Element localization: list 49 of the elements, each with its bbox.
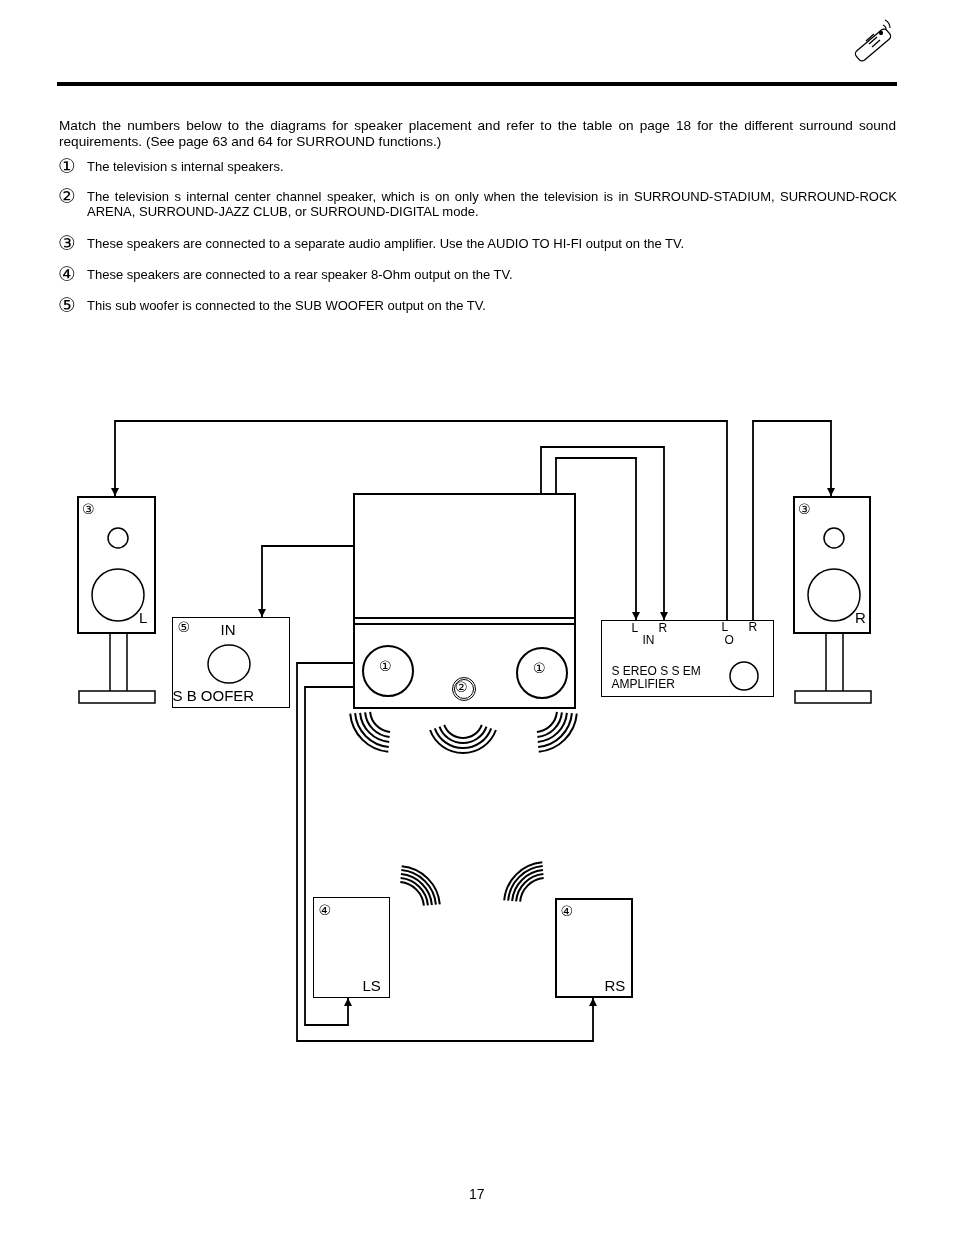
callout-number: ③ bbox=[58, 232, 76, 255]
note-text: The television s internal speakers. bbox=[87, 160, 284, 175]
channel-label: LS bbox=[362, 976, 381, 994]
connector-arrow bbox=[296, 662, 597, 1042]
television bbox=[353, 493, 576, 709]
subwoofer bbox=[172, 617, 290, 708]
intro-paragraph: Match the numbers below to the diagrams for speaker placement and refer to the table on page 18 for the different surround sound requirements. (See page 63 and 64 for SURROUND functions.) bbox=[59, 118, 896, 150]
callout-number: ③ bbox=[798, 501, 811, 518]
connector-arrow bbox=[111, 420, 728, 621]
device-label: S EREO S S EM AMPLIFIER bbox=[611, 664, 702, 693]
terminal-label: L bbox=[631, 621, 639, 636]
channel-label: R bbox=[855, 609, 866, 627]
device-label: S B OOFER bbox=[172, 686, 255, 704]
channel-label: RS bbox=[604, 976, 626, 994]
note-text: The television s internal center channel speaker, which is on only when the television is in SURROUND-STADIUM, SURROUND-ROCK ARENA, SURROUND-JAZZ CLUB, or SURROUND-DIGITAL mode. bbox=[87, 190, 897, 220]
page-number: 17 bbox=[469, 1186, 485, 1203]
rear-left-speaker bbox=[313, 897, 390, 998]
connector-arrow bbox=[540, 446, 668, 621]
callout-number: ⑤ bbox=[58, 294, 76, 317]
terminal-label: R bbox=[658, 621, 668, 636]
callout-number: ② bbox=[58, 185, 76, 208]
connector-arrow bbox=[304, 686, 354, 1026]
callout-number: ① bbox=[379, 658, 392, 675]
rear-right-speaker bbox=[555, 898, 633, 998]
callout-number: ④ bbox=[318, 901, 332, 918]
callout-number: ⑤ bbox=[177, 618, 191, 635]
stereo-amplifier bbox=[601, 620, 774, 697]
tv-speaker bbox=[516, 647, 568, 699]
callout-number: ④ bbox=[58, 263, 76, 286]
callout-number: ① bbox=[533, 660, 546, 677]
connector-arrow bbox=[555, 457, 640, 621]
tv-speaker bbox=[362, 645, 414, 697]
note-text: These speakers are connected to a rear speaker 8-Ohm output on the TV. bbox=[87, 268, 513, 283]
callout-number: ② bbox=[455, 679, 468, 696]
callout-number: ① bbox=[58, 155, 76, 178]
input-label: IN bbox=[220, 620, 236, 638]
channel-label: L bbox=[139, 609, 148, 627]
left-speaker bbox=[77, 496, 156, 634]
terminal-label: O bbox=[724, 633, 734, 648]
note-text: This sub woofer is connected to the SUB WOOFER output on the TV. bbox=[87, 299, 486, 314]
connector-arrow bbox=[752, 420, 835, 621]
note-text: These speakers are connected to a separate audio amplifier. Use the AUDIO TO HI-FI output on the TV. bbox=[87, 237, 685, 252]
terminal-label: IN bbox=[642, 633, 655, 648]
connector-arrow bbox=[258, 545, 354, 618]
terminal-label: L bbox=[721, 620, 729, 635]
callout-number: ④ bbox=[560, 902, 574, 919]
right-speaker bbox=[793, 496, 871, 634]
callout-number: ③ bbox=[82, 501, 95, 518]
terminal-label: R bbox=[748, 620, 758, 635]
